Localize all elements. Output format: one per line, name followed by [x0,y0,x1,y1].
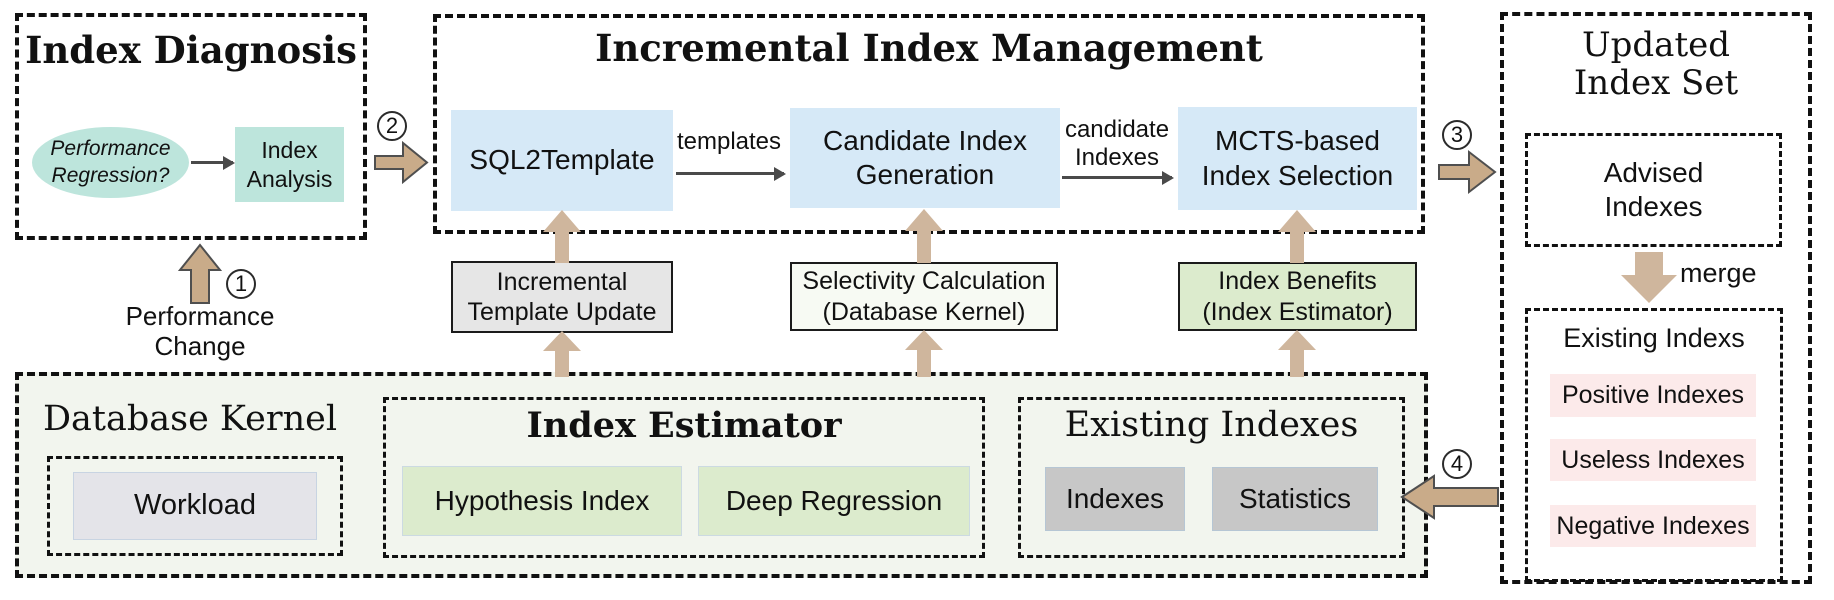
index-diagnosis-title: Index Diagnosis [25,28,357,72]
incremental-index-management-title: Incremental Index Management [595,26,1263,70]
database-kernel-title: Database Kernel [42,399,338,439]
deep-regression-box: Deep Regression [698,466,970,536]
existing-indexes-section [1018,397,1405,558]
existing-indexs-box [1525,308,1783,582]
selectivity-to-candidate-arrow [905,209,943,263]
existing-indexes-title: Existing Indexes [1064,405,1359,445]
step2-right-arrow-icon [373,139,429,186]
mcts-index-selection-box: MCTS-based Index Selection [1178,107,1417,210]
templates-label: templates [676,128,782,155]
step1-badge: 1 [226,269,256,299]
kernel-to-template-update-arrow [543,331,581,377]
step4-left-arrow-icon [1400,473,1500,521]
performance-change-label: Performance Change [125,301,275,361]
candidate-indexes-arrow [1062,171,1174,184]
incremental-template-update-box: Incremental Template Update [451,261,673,333]
regression-to-analysis-arrow [191,156,235,169]
index-estimator-title: Index Estimator [526,405,842,446]
useless-indexes-box: Useless Indexes [1550,439,1756,481]
indexes-box: Indexes [1045,467,1185,531]
step4-badge: 4 [1442,449,1472,479]
performance-regression-ellipse: Performance Regression? [32,127,189,198]
index-analysis-box: Index Analysis [235,127,344,202]
negative-indexes-box: Negative Indexes [1550,505,1756,547]
step3-right-arrow-icon [1437,148,1497,196]
index-diagnosis-section [15,13,367,240]
benefits-to-mcts-arrow [1278,210,1316,263]
selectivity-calculation-box: Selectivity Calculation (Database Kernel… [790,262,1058,331]
templates-arrow [676,167,786,180]
step3-badge: 3 [1442,120,1472,150]
sql2template-box: SQL2Template [451,110,673,211]
candidate-indexes-label: candidate Indexes [1064,116,1170,171]
candidate-index-generation-box: Candidate Index Generation [790,108,1060,208]
hypothesis-index-box: Hypothesis Index [402,466,682,536]
workload-box: Workload [73,472,317,540]
updated-index-set-section [1500,12,1812,584]
estimator-to-benefits-arrow [1278,330,1316,377]
positive-indexes-box: Positive Indexes [1550,374,1756,417]
kernel-to-selectivity-arrow [905,330,943,377]
step1-up-arrow-icon [177,243,223,305]
merge-down-arrow-icon [1621,252,1677,303]
updated-index-set-title: Updated Index Set [1573,25,1739,104]
advised-indexes-box: Advised Indexes [1525,133,1782,247]
step2-badge: 2 [377,111,407,141]
template-update-to-sql2template-arrow [543,210,581,263]
merge-label: merge [1680,258,1757,288]
workload-container [47,456,343,556]
index-benefits-box: Index Benefits (Index Estimator) [1178,262,1417,331]
existing-indexs-title: Existing Indexs [1563,323,1745,353]
index-estimator-section [383,397,985,558]
statistics-box: Statistics [1212,467,1378,531]
